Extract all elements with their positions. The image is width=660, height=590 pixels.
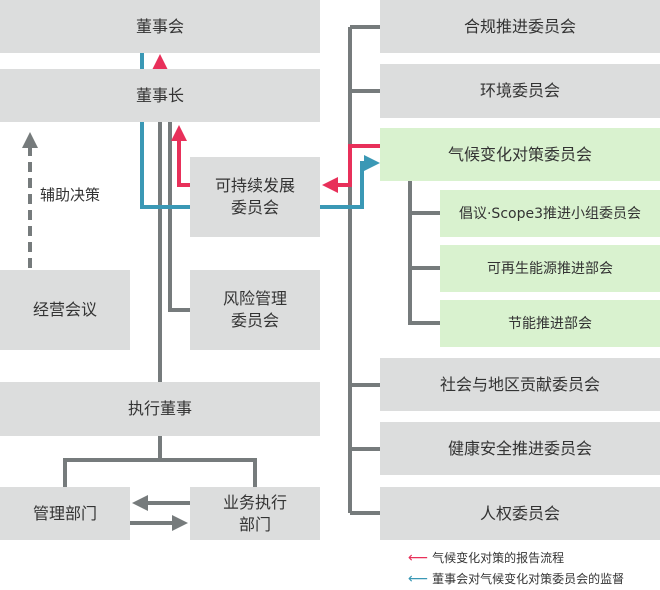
support-decision-label: 辅助决策 (40, 186, 101, 204)
admin-department-box: 管理部门 (0, 487, 130, 540)
red-arrow-icon: ⟵ (408, 549, 429, 566)
board-box: 董事会 (0, 0, 320, 53)
environment-committee-box: 环境委员会 (380, 64, 660, 118)
legend-blue-label: 董事会对气候变化对策委员会的监督 (432, 572, 625, 586)
blue-arrow-icon: ⟵ (408, 570, 429, 587)
legend-red: ⟵气候变化对策的报告流程 (408, 549, 564, 566)
legend-red-label: 气候变化对策的报告流程 (432, 551, 565, 565)
chairman-box: 董事长 (0, 69, 320, 122)
energy-saving-box: 节能推进部会 (440, 300, 660, 347)
risk-committee-box: 风险管理 委员会 (190, 270, 320, 350)
sustainability-committee-box: 可持续发展 委员会 (190, 157, 320, 237)
renewable-energy-box: 可再生能源推进部会 (440, 245, 660, 292)
health-safety-committee-box: 健康安全推进委员会 (380, 422, 660, 475)
initiative-subcommittee-box: 倡议·Scope3推进小组委员会 (440, 190, 660, 237)
executive-director-box: 执行董事 (0, 382, 320, 436)
management-meeting-box: 经营会议 (0, 270, 130, 350)
business-department-box: 业务执行 部门 (190, 487, 320, 540)
human-rights-committee-box: 人权委员会 (380, 487, 660, 540)
compliance-committee-box: 合规推进委员会 (380, 0, 660, 53)
climate-committee-box: 气候变化对策委员会 (380, 128, 660, 181)
social-committee-box: 社会与地区贡献委员会 (380, 358, 660, 411)
legend-blue: ⟵董事会对气候变化对策委员会的监督 (408, 570, 624, 587)
